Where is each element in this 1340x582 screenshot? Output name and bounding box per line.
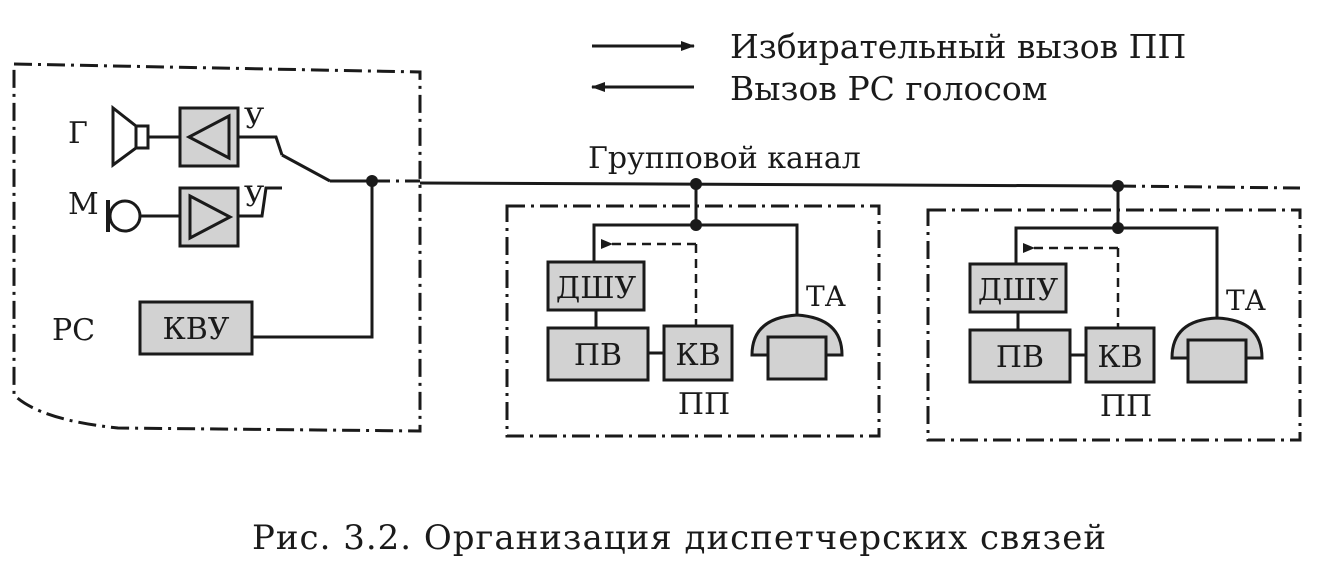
pp-unit-2-boundary	[926, 208, 1302, 442]
triangle-left-icon	[185, 113, 231, 161]
amplifier-transmit	[178, 186, 240, 248]
dshu-box-2	[968, 262, 1068, 314]
kv-box-1	[662, 324, 734, 382]
rs-station-boundary	[12, 62, 422, 433]
label-rs: РС	[52, 313, 95, 348]
kv-box-2	[1084, 326, 1156, 384]
telephone-icon	[750, 313, 844, 381]
pv-label-2: ПВ	[996, 340, 1044, 375]
dshu-box-1	[546, 260, 646, 312]
pp-label-2: ПП	[1100, 389, 1152, 424]
pp-label-1: ПП	[678, 387, 730, 422]
kv-label-2: КВ	[1097, 340, 1142, 375]
telephone-icon	[1170, 316, 1264, 384]
dshu-label-1: ДШУ	[556, 271, 637, 306]
legend-selective-call-label: Избирательный вызов ПП	[730, 27, 1186, 66]
ta-label-1: ТА	[806, 280, 846, 313]
label-u2: У	[244, 180, 264, 213]
pp-unit-1: ДШУ ПВ КВ ТА ПП	[505, 178, 881, 438]
ta-label-2: ТА	[1226, 284, 1266, 317]
rs-station: Г У М У РС	[12, 62, 422, 433]
kvu-label: КВУ	[163, 312, 230, 347]
dshu-label-2: ДШУ	[978, 273, 1059, 308]
label-u1: У	[244, 102, 264, 135]
legend-voice-call-label: Вызов РС голосом	[730, 69, 1047, 108]
figure-caption: Рис. 3.2. Организация диспетчерских связ…	[252, 518, 1107, 558]
triangle-right-icon	[188, 193, 234, 241]
pv-label-1: ПВ	[574, 338, 622, 373]
legend: Избирательный вызов ПП Вызов РС голосом	[591, 27, 1186, 108]
kvu-box	[138, 300, 254, 356]
group-channel-line	[419, 181, 1119, 188]
label-g: Г	[68, 116, 88, 151]
loudspeaker-icon	[111, 104, 150, 168]
group-channel-label: Групповой канал	[588, 141, 861, 176]
pv-box-2	[968, 328, 1072, 384]
group-channel-line-right	[1117, 184, 1301, 190]
pp-unit-2: ДШУ ПВ КВ ТА ПП	[926, 180, 1302, 442]
amplifier-receive	[178, 106, 240, 168]
label-m: М	[68, 187, 99, 222]
kv-label-1: КВ	[675, 338, 720, 373]
pp-unit-1-boundary	[505, 204, 881, 438]
microphone-icon	[106, 199, 142, 233]
switch-contact	[281, 153, 331, 183]
